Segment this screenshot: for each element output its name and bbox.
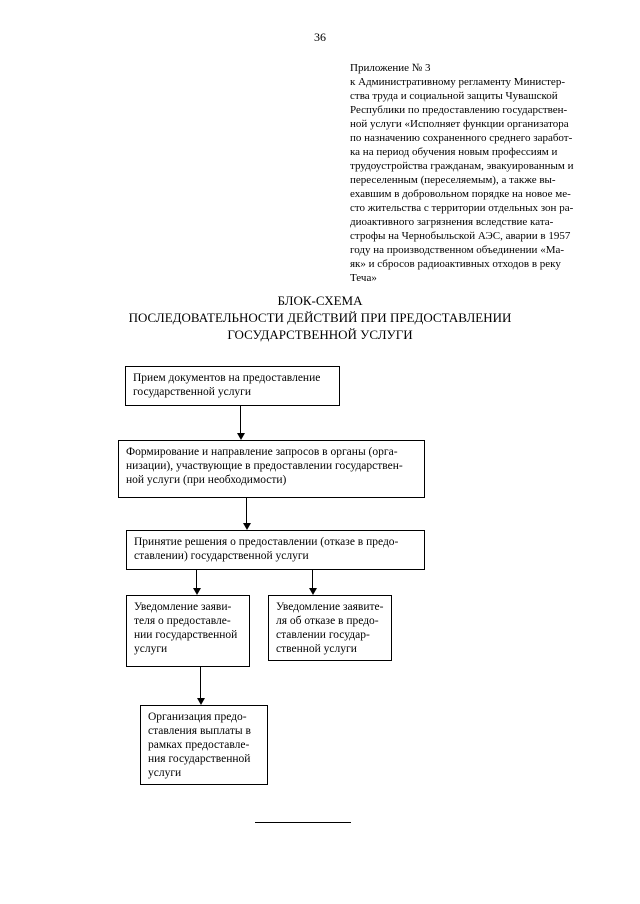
flow-arrow-1 — [236, 406, 245, 440]
flow-step-form-requests: Формирование и направление запросов в ор… — [118, 440, 425, 498]
flow-step-organize-payment: Организация предо- ставления выплаты в р… — [140, 705, 268, 785]
flow-arrow-3 — [192, 570, 201, 595]
arrow-shaft — [246, 498, 247, 523]
arrow-shaft — [312, 570, 313, 588]
flow-arrow-5 — [196, 667, 205, 705]
page-number: 36 — [314, 30, 326, 44]
footnote-divider — [255, 822, 351, 823]
arrow-down-icon — [192, 588, 201, 595]
arrow-down-icon — [308, 588, 317, 595]
appendix-header: Приложение № 3 к Административному регла… — [350, 62, 574, 284]
flow-step-notify-refusal: Уведомление заявите- ля об отказе в пред… — [268, 595, 392, 661]
flow-step-notify-approval: Уведомление заяви- теля о предоставле- н… — [126, 595, 250, 667]
arrow-down-icon — [242, 523, 251, 530]
flow-step-decision: Принятие решения о предоставлении (отказ… — [126, 530, 425, 570]
arrow-shaft — [196, 570, 197, 588]
arrow-down-icon — [236, 433, 245, 440]
arrow-down-icon — [196, 698, 205, 705]
document-title: БЛОК-СХЕМА ПОСЛЕДОВАТЕЛЬНОСТИ ДЕЙСТВИЙ П… — [128, 293, 512, 342]
arrow-shaft — [200, 667, 201, 698]
flow-step-receive-documents: Прием документов на предоставление госуд… — [125, 366, 340, 406]
flow-arrow-4 — [308, 570, 317, 595]
arrow-shaft — [240, 406, 241, 433]
flow-arrow-2 — [242, 498, 251, 530]
